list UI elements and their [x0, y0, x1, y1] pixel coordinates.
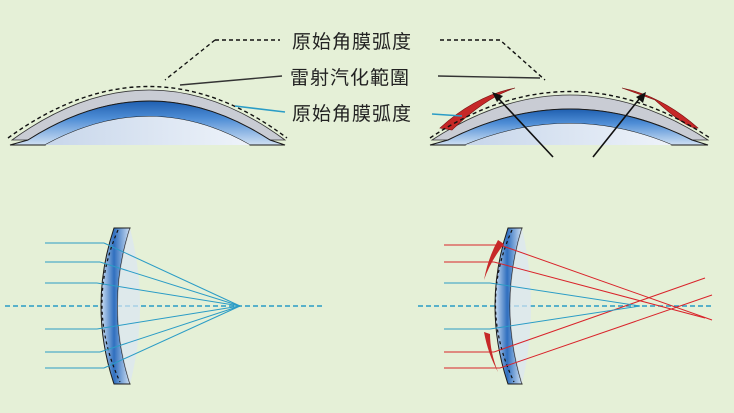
- lens-ablation-top: [484, 240, 504, 280]
- leader-original-top-right: [440, 39, 546, 81]
- lens-inner: [117, 228, 140, 384]
- original-curvature-dashed-outline: [7, 85, 288, 139]
- arrow-left-head: [492, 92, 503, 102]
- original-focus-diagram: [5, 227, 325, 385]
- label-original-curvature-top: 原始角膜弧度: [292, 31, 412, 53]
- incoming-rays: [45, 242, 104, 369]
- converging-rays: [96, 242, 241, 369]
- original-curvature-dashed-outline: [429, 90, 711, 139]
- arrow-left: [497, 97, 554, 158]
- arrow-right: [592, 97, 641, 158]
- incoming-rays: [444, 244, 500, 369]
- lens-dashed-outline: [101, 229, 121, 383]
- label-leaders: [164, 39, 546, 117]
- leader-original-top-left-diag: [164, 39, 216, 81]
- leader-original-bottom-right: [431, 113, 463, 117]
- cornea-inner: [465, 123, 672, 145]
- outgoing-rays: [489, 244, 713, 369]
- label-laser-ablation-zone: 雷射汽化範圍: [290, 67, 410, 89]
- reshaped-cornea-cross-section: [429, 87, 711, 158]
- cornea-inner: [45, 116, 250, 145]
- leader-ablation-left: [179, 75, 283, 86]
- leader-ablation-right: [437, 75, 541, 79]
- leader-original-bottom-left: [234, 105, 286, 113]
- label-original-curvature-bottom: 原始角膜弧度: [292, 103, 412, 125]
- arrow-right-head: [636, 92, 646, 103]
- original-cornea-cross-section: [7, 85, 288, 146]
- reshaped-focus-diagram: [418, 227, 713, 385]
- lens-ablation-bottom: [484, 332, 498, 372]
- lens-dashed-outline: [494, 229, 515, 383]
